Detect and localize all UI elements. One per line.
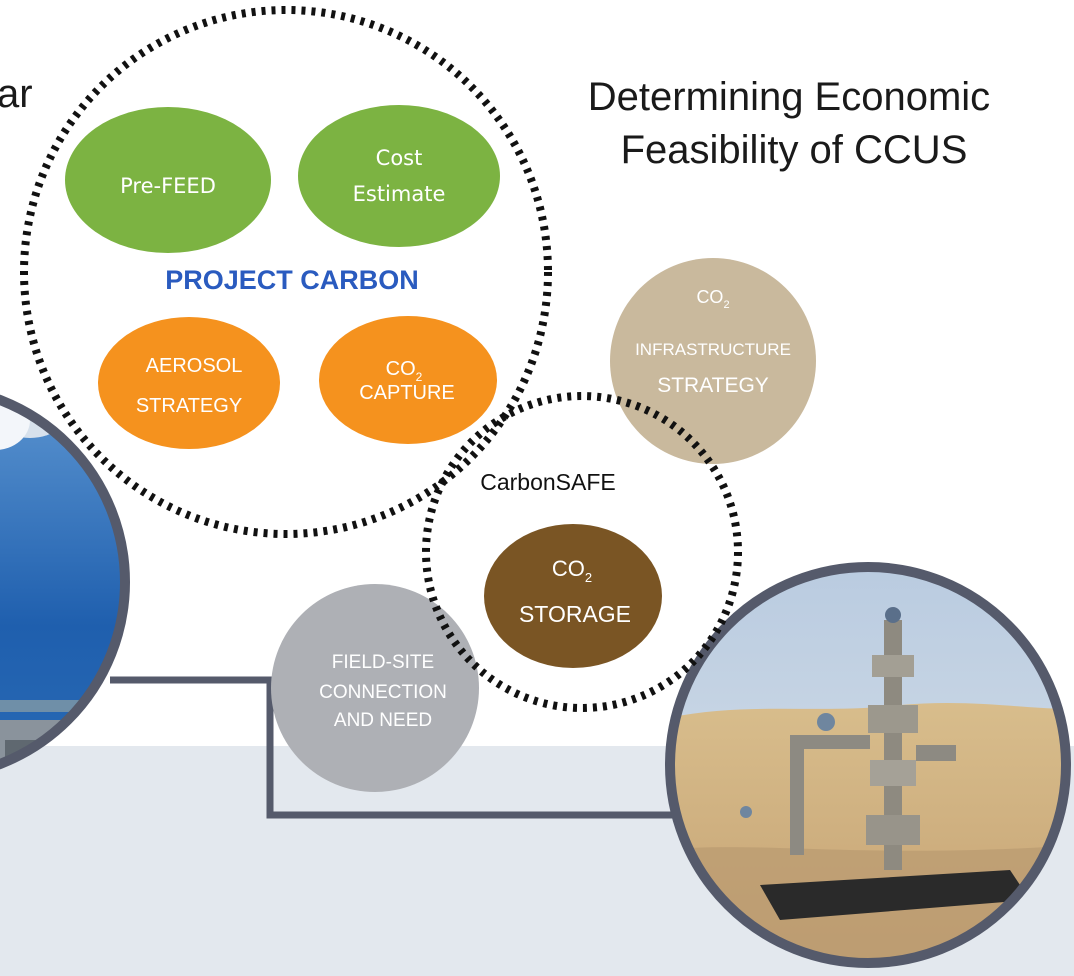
pre-feed-node: [65, 107, 271, 253]
title-line1: Determining Economic: [588, 75, 990, 119]
infrastructure-line2: INFRASTRUCTURE: [635, 340, 791, 359]
aerosol-line2: STRATEGY: [136, 395, 242, 417]
carbonsafe-boundary: [422, 392, 742, 712]
co2-storage-line2: STORAGE: [519, 601, 631, 627]
co2-capture-line2: CAPTURE: [359, 382, 455, 404]
co2-storage-co2: CO2: [552, 556, 592, 585]
cost-estimate-line1: Cost: [376, 146, 423, 170]
project-carbon-boundary: [20, 6, 552, 538]
field-site-line1: FIELD-SITE: [332, 652, 434, 673]
cost-estimate-line2: Estimate: [353, 182, 446, 206]
field-site-line3: AND NEED: [334, 710, 432, 731]
field-site-connection-node: FIELD-SITE CONNECTION AND NEED: [271, 584, 479, 792]
co2-capture-co2: CO2: [386, 358, 423, 384]
project-carbon-group: Pre-FEED Cost Estimate PROJECT CARBON AE…: [20, 6, 552, 538]
pre-feed-label: Pre-FEED: [120, 174, 216, 198]
infrastructure-line3: STRATEGY: [657, 374, 769, 397]
aerosol-strategy-node: [98, 317, 280, 449]
project-carbon-label: PROJECT CARBON: [165, 265, 419, 295]
title-line2: Feasibility of CCUS: [621, 128, 968, 172]
carbonsafe-group: CarbonSAFE CO2 STORAGE: [422, 392, 742, 712]
carbonsafe-label: CarbonSAFE: [480, 469, 616, 495]
connector-line: [110, 676, 720, 819]
co2-capture-node: [319, 316, 497, 444]
partial-heading-text: ar: [0, 72, 33, 116]
aerosol-line1: AEROSOL: [146, 355, 243, 377]
co2-infrastructure-strategy-node: CO2 INFRASTRUCTURE STRATEGY: [610, 258, 816, 464]
co2-storage-node: [484, 524, 662, 668]
infrastructure-co2-label: CO2: [696, 287, 729, 311]
cost-estimate-node: [298, 105, 500, 247]
field-site-line2: CONNECTION: [319, 682, 447, 703]
